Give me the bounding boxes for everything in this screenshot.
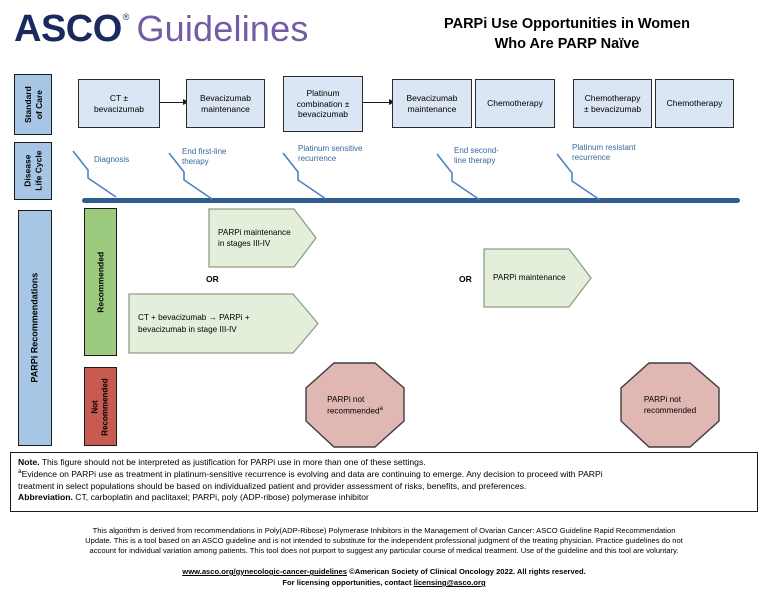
flow-arrow-icon [363,99,395,105]
callout-zigzag-icon [281,151,329,201]
disease-life-cycle-label: Disease Life Cycle [14,142,52,200]
note-box: Note. This figure should not be interpre… [10,452,758,512]
or-label: OR [206,274,219,284]
abbreviation-line: Abbreviation. CT, carboplatin and paclit… [18,491,369,502]
copyright-text: ©American Society of Clinical Oncology 2… [347,567,586,576]
soc-box-chemotherapy-2: Chemotherapy [655,79,734,128]
parpi-recommendations-label: PARPi Recommendations [18,210,52,446]
page-title-line2: Who Are PARP Naïve [494,35,640,52]
soc-box-platinum-combination: Platinum combination ± bevacizumab [283,76,363,132]
callout-zigzag-icon [71,149,119,199]
stop-octagon-not-recommended-1: PARPi not recommendeda [305,362,405,448]
recommendation-arrow-maintenance: PARPi maintenance [483,248,593,308]
callout-zigzag-icon [167,151,215,201]
milestone-platinum-resistant: Platinum resistant recurrence [572,143,636,163]
flow-arrow-icon [160,99,189,105]
guidelines-link[interactable]: www.asco.org/gynecologic-cancer-guidelin… [182,567,347,576]
disclaimer-text: This algorithm is derived from recommend… [85,526,683,556]
or-label: OR [459,274,472,284]
milestone-platinum-sensitive: Platinum sensitive recurrence [298,144,363,164]
milestone-end-first-line: End first-line therapy [182,147,227,167]
footnote-marker: a [18,468,22,476]
stop-octagon-not-recommended-2: PARPi not recommended [620,362,720,448]
not-recommended-label: Not Recommended [84,367,117,446]
recommendation-arrow-ct-bevacizumab: CT + bevacizumab → PARPi + bevacizumab i… [128,293,320,354]
logo-asco-text: ASCO [14,8,122,50]
recommendation-arrow-maintenance-stages: PARPi maintenance in stages III-IV [208,208,318,268]
licensing-prefix-text: For licensing opportunities, contact [282,578,414,587]
standard-of-care-label: Standard of Care [14,74,52,135]
milestone-end-second-line: End second- line therapy [454,146,499,166]
soc-box-chemotherapy-bevacizumab: Chemotherapy ± bevacizumab [573,79,652,128]
footnote-line: aEvidence on PARPi use as treatment in p… [18,468,603,491]
note-line: Note. This figure should not be interpre… [18,457,426,467]
logo-guidelines-text: Guidelines [136,8,309,49]
licensing-email-link[interactable]: licensing@asco.org [413,578,486,587]
recommended-label: Recommended [84,208,117,356]
asco-guidelines-logo: ASCO ® Guidelines [14,10,309,48]
page-title: PARPi Use Opportunities in Women Who Are… [396,15,738,54]
soc-box-ct-bevacizumab: CT ± bevacizumab [78,79,160,128]
timeline-bar [82,198,740,203]
callout-zigzag-icon [555,152,603,202]
footer-links-line1: www.asco.org/gynecologic-cancer-guidelin… [0,567,768,576]
soc-box-bevacizumab-maintenance-2: Bevacizumab maintenance [392,79,472,128]
soc-box-chemotherapy-1: Chemotherapy [475,79,555,128]
page-title-line1: PARPi Use Opportunities in Women [444,16,690,32]
registered-trademark-icon: ® [122,12,130,22]
footnote-marker: a [379,405,383,412]
callout-zigzag-icon [435,152,483,202]
soc-box-bevacizumab-maintenance-1: Bevacizumab maintenance [186,79,265,128]
footer-links-line2: For licensing opportunities, contact lic… [0,578,768,587]
milestone-diagnosis: Diagnosis [94,155,130,164]
